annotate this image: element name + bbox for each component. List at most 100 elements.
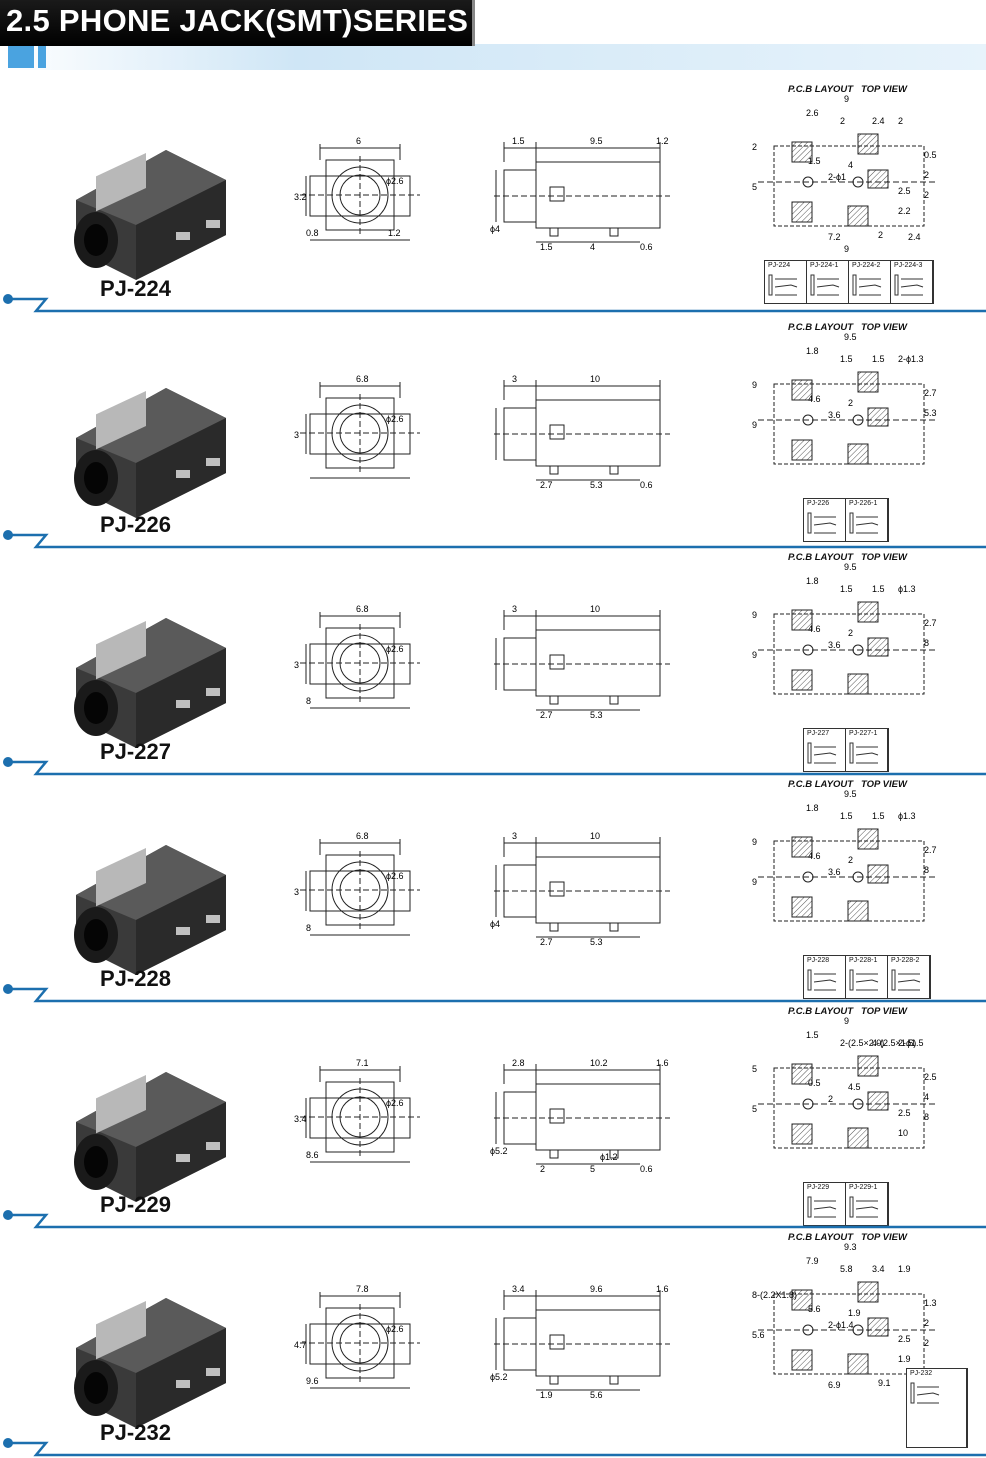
product-photo [74, 845, 226, 975]
pcb-dimension-label: ϕ1.3 [898, 584, 916, 594]
pcb-dimension-label: 2 [848, 398, 853, 408]
pcb-dimension-label: 1.9 [898, 1264, 911, 1274]
side-bottom1-label: 2.7 [540, 710, 553, 720]
pcb-dimension-label: 5 [752, 1104, 757, 1114]
schematic-cell: PJ-229-1 [846, 1183, 888, 1225]
pcb-dimension-label: 0.5 [808, 1078, 821, 1088]
pcb-title-b: TOP VIEW [861, 322, 907, 333]
pcb-title-a: P.C.B LAYOUT [788, 779, 854, 790]
side-bottom1-label: 1.5 [540, 242, 553, 252]
front-bottom-label: 0.8 [306, 228, 319, 238]
front-width-label: 7.8 [356, 1284, 369, 1294]
schematic-variant-label: PJ-224-1 [810, 262, 839, 269]
side-bottom2-label: 5.3 [590, 937, 603, 947]
model-name: PJ-226 [100, 512, 171, 537]
side-top2-label: 10 [590, 374, 600, 384]
front-bottom-label: 8 [306, 923, 311, 933]
pcb-dimension-label: 9 [752, 650, 757, 660]
pcb-dimension-label: 8-(2.2X1.8) [752, 1290, 797, 1300]
pcb-layout-title: P.C.B LAYOUT TOP VIEW [788, 779, 907, 790]
front-view-drawing: 6.8 3 ϕ2.6 [294, 374, 420, 479]
product-photo [74, 150, 226, 280]
side-bottom2-label: 5.3 [590, 710, 603, 720]
pcb-dimension-label: 1.5 [872, 811, 885, 821]
pcb-dimension-label: 2.4 [872, 116, 885, 126]
pcb-dimension-label: 7.2 [828, 232, 841, 242]
product-photo [74, 618, 226, 748]
schematic-variant-label: PJ-228-1 [849, 957, 878, 964]
front-width-label: 7.1 [356, 1058, 369, 1068]
pcb-dimension-label: 2-ϕ1.3 [898, 354, 924, 364]
pcb-dimension-label: 2 [878, 230, 883, 240]
pcb-dimension-label: 2 [840, 116, 845, 126]
schematic-variant-label: PJ-229-1 [849, 1184, 878, 1191]
pcb-dimension-label: 3.6 [828, 410, 841, 420]
schematic-cell: PJ-224 [765, 261, 807, 303]
pcb-dimension-label: 10 [898, 1128, 908, 1138]
pcb-dimension-label: 4 [924, 1092, 929, 1102]
side-top1-label: 3 [512, 831, 517, 841]
pcb-dimension-label: 9.5 [844, 562, 857, 572]
front-width-label: 6 [356, 136, 361, 146]
schematic-symbol [807, 742, 837, 764]
pcb-dimension-label: 1.3 [924, 1298, 937, 1308]
pcb-dimension-label: 9 [752, 610, 757, 620]
row-separator [3, 984, 986, 1003]
pcb-dimension-label: 1.5 [840, 811, 853, 821]
front-diameter-label: ϕ2.6 [386, 414, 404, 424]
pcb-title-b: TOP VIEW [861, 84, 907, 95]
pcb-dimension-label: 2.5 [898, 186, 911, 196]
side-bottom1-label: 2 [540, 1164, 545, 1174]
model-name: PJ-227 [100, 739, 171, 764]
header-title-bar: 2.5 PHONE JACK(SMT)SERIES [0, 0, 475, 46]
pcb-dimension-label: 9 [752, 837, 757, 847]
schematic-cell: PJ-229 [804, 1183, 846, 1225]
side-view-drawing: 3 10 ϕ4 2.7 5.3 [490, 831, 670, 947]
pcb-layout-title: P.C.B LAYOUT TOP VIEW [788, 322, 907, 333]
pcb-dimension-label: 2 [924, 170, 929, 180]
pcb-dimension-label: 1.8 [806, 576, 819, 586]
pcb-dimension-label: 9.5 [844, 789, 857, 799]
front-view-drawing: 7.1 3.4 ϕ2.6 8.6 [294, 1058, 420, 1163]
pcb-dimension-label: 1.8 [806, 346, 819, 356]
front-view-drawing: 6.8 3 ϕ2.6 8 [294, 604, 420, 709]
product-photo [74, 1072, 226, 1202]
pcb-dimension-label: 9.1 [878, 1378, 891, 1388]
front-height-label: 4.7 [294, 1340, 307, 1350]
side-bottom3-label: 0.6 [640, 1164, 653, 1174]
pcb-dimension-label: 6.9 [828, 1380, 841, 1390]
pcb-dimension-label: 8 [924, 1112, 929, 1122]
front-height-label: 3 [294, 660, 299, 670]
product-row: 6.8 3 ϕ2.6 8 3 10 2.7 5.3 [0, 548, 986, 776]
pcb-dimension-label: 1.5 [808, 156, 821, 166]
pcb-dimension-label: 1.5 [806, 1030, 819, 1040]
side-bottom2-label: 5.6 [590, 1390, 603, 1400]
model-name: PJ-232 [100, 1420, 171, 1445]
pcb-dimension-label: 2.7 [924, 388, 937, 398]
pcb-dimension-label: 1.5 [840, 584, 853, 594]
header-accent-block [38, 46, 46, 68]
schematic-variant-label: PJ-224-3 [894, 262, 923, 269]
front-diameter-label: ϕ2.6 [386, 871, 404, 881]
pcb-dimension-label: 2 [924, 190, 929, 200]
row-separator [3, 530, 986, 549]
side-bottom3-label: 0.6 [640, 242, 653, 252]
pcb-dimension-label: 3.6 [828, 867, 841, 877]
product-photo [74, 388, 226, 518]
pcb-dimension-label: 2.7 [924, 845, 937, 855]
front-bottom-label: 8.6 [306, 1150, 319, 1160]
pcb-dimension-label: 1.8 [806, 803, 819, 813]
pcb-title-b: TOP VIEW [861, 1006, 907, 1017]
front-width-label: 6.8 [356, 604, 369, 614]
front-bottom-label: 9.6 [306, 1376, 319, 1386]
schematic-symbol [810, 274, 840, 296]
pcb-dimension-label: 5.8 [840, 1264, 853, 1274]
front-diameter-label: ϕ2.6 [386, 1098, 404, 1108]
pcb-dimension-label: 2.4 [908, 232, 921, 242]
product-row: 6 3.2 ϕ2.6 0.8 1.2 1.5 9.5 1.2 ϕ4 1.5 [0, 80, 986, 313]
row-separator [3, 1210, 986, 1229]
